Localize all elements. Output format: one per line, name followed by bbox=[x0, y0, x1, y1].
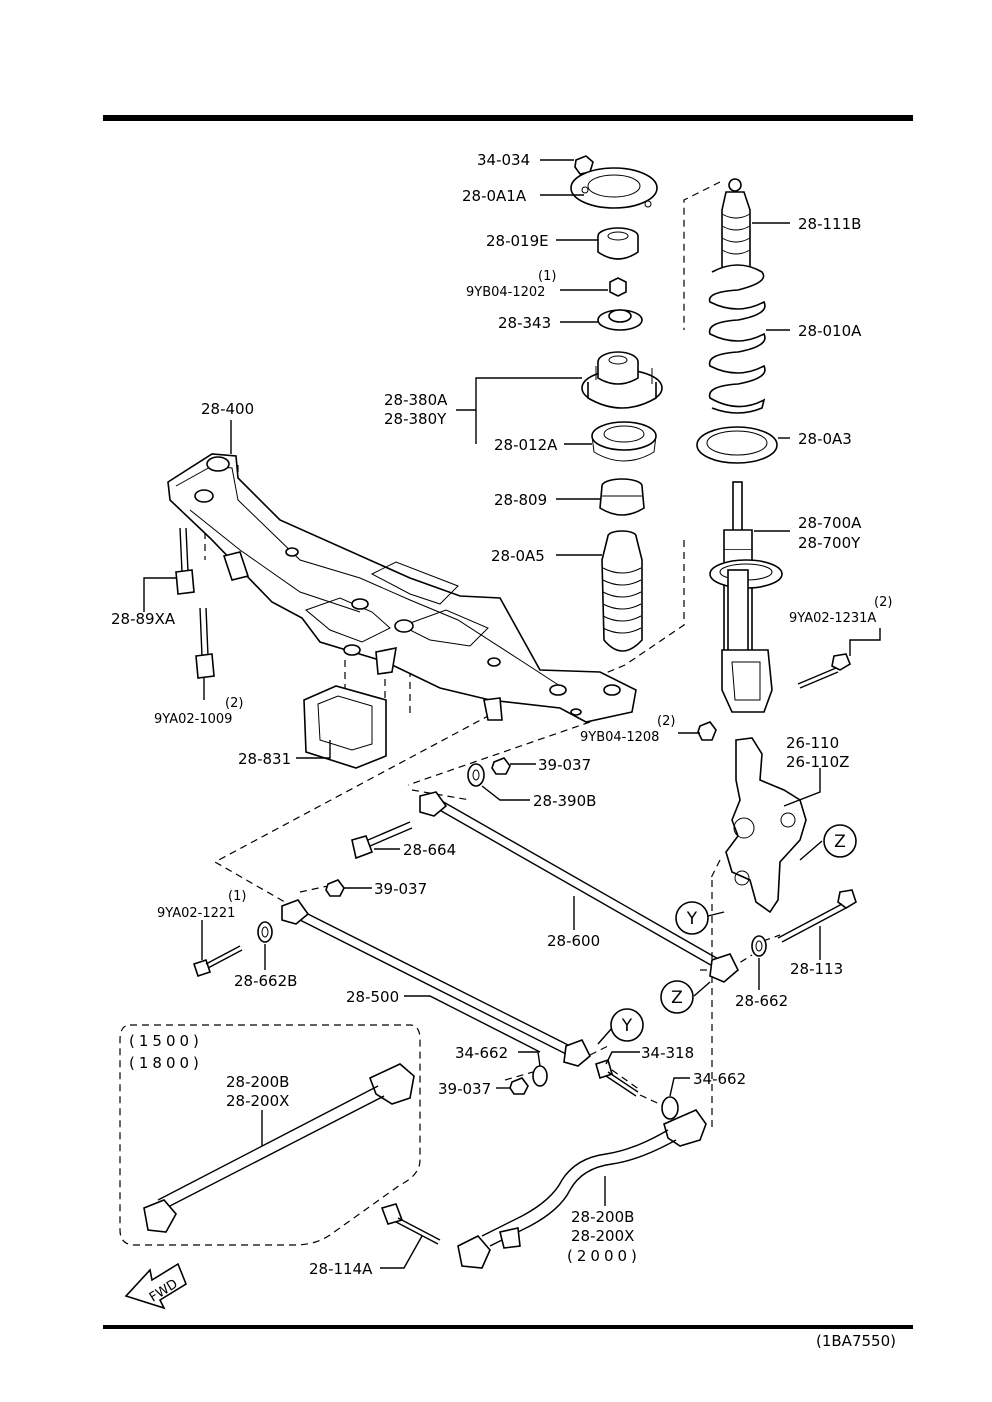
label-28-0A1A: 28-0A1A bbox=[462, 187, 527, 205]
label-39-037-c: 39-037 bbox=[438, 1080, 491, 1098]
label-9YA02-1221: 9YA02-1221 bbox=[157, 906, 235, 921]
label-variant-1500: (1500) bbox=[129, 1032, 203, 1050]
lateral-links bbox=[192, 757, 739, 1120]
label-9YA02-1009-qty: (2) bbox=[225, 696, 243, 711]
trailing-arm-1500-1800 bbox=[143, 1063, 415, 1233]
callout-z-top-label: Z bbox=[834, 832, 846, 852]
label-variant-2000: (2000) bbox=[567, 1247, 641, 1265]
trailing-arm-2000 bbox=[380, 1109, 707, 1269]
label-28-390B: 28-390B bbox=[533, 792, 596, 810]
label-variant-1800: (1800) bbox=[129, 1054, 203, 1072]
part-labels: 34-034 28-0A1A 28-019E (1) 9YB04-1202 28… bbox=[111, 151, 896, 1350]
label-28-200B-b: 28-200B bbox=[571, 1208, 634, 1226]
callout-z-low-label: Z bbox=[671, 988, 683, 1008]
label-28-700Y: 28-700Y bbox=[798, 534, 861, 552]
label-28-200X-a: 28-200X bbox=[226, 1092, 289, 1110]
label-28-111B: 28-111B bbox=[798, 215, 861, 233]
label-28-809: 28-809 bbox=[494, 491, 547, 509]
callout-y-mid-label: Y bbox=[686, 909, 698, 929]
label-9YB04-1202-qty: (1) bbox=[538, 269, 556, 284]
label-34-034: 34-034 bbox=[477, 151, 530, 169]
label-34-318: 34-318 bbox=[641, 1044, 694, 1062]
label-28-113: 28-113 bbox=[790, 960, 843, 978]
label-28-380A: 28-380A bbox=[384, 391, 448, 409]
label-9YA02-1221-qty: (1) bbox=[228, 889, 246, 904]
crossmember bbox=[167, 453, 637, 723]
figure-code: (1BA7550) bbox=[816, 1332, 896, 1350]
label-9YB04-1208-qty: (2) bbox=[657, 714, 675, 729]
label-28-600: 28-600 bbox=[547, 932, 600, 950]
label-34-662-b: 34-662 bbox=[693, 1070, 746, 1088]
label-28-010A: 28-010A bbox=[798, 322, 862, 340]
label-28-500: 28-500 bbox=[346, 988, 399, 1006]
label-9YB04-1208: 9YB04-1208 bbox=[580, 730, 659, 745]
label-26-110: 26-110 bbox=[786, 734, 839, 752]
label-39-037-b: 39-037 bbox=[374, 880, 427, 898]
label-28-662: 28-662 bbox=[735, 992, 788, 1010]
label-28-012A: 28-012A bbox=[494, 436, 558, 454]
bolt-28-89XA bbox=[175, 527, 195, 595]
label-28-380Y: 28-380Y bbox=[384, 410, 447, 428]
callout-y-low: Y bbox=[610, 1008, 644, 1042]
label-28-831: 28-831 bbox=[238, 750, 291, 768]
label-9YA02-1231A-qty: (2) bbox=[874, 595, 892, 610]
pad-28-831 bbox=[303, 685, 387, 769]
label-28-662B: 28-662B bbox=[234, 972, 297, 990]
callout-y-low-label: Y bbox=[621, 1016, 633, 1036]
label-34-662-a: 34-662 bbox=[455, 1044, 508, 1062]
bottom-rule bbox=[103, 1325, 913, 1329]
label-28-664: 28-664 bbox=[403, 841, 456, 859]
label-28-89XA: 28-89XA bbox=[111, 610, 176, 628]
label-28-019E: 28-019E bbox=[486, 232, 549, 250]
label-28-114A: 28-114A bbox=[309, 1260, 373, 1278]
spring-strut-assembly bbox=[696, 178, 857, 957]
fwd-arrow-icon: FWD bbox=[124, 1262, 187, 1310]
label-9YA02-1009: 9YA02-1009 bbox=[154, 712, 232, 727]
label-28-700A: 28-700A bbox=[798, 514, 862, 532]
label-28-0A3: 28-0A3 bbox=[798, 430, 852, 448]
callout-z-top: Z bbox=[823, 824, 857, 858]
strut-mount-stack bbox=[570, 155, 663, 652]
callout-z-low: Z bbox=[660, 980, 694, 1014]
label-28-200X-b: 28-200X bbox=[571, 1227, 634, 1245]
top-rule bbox=[103, 115, 913, 121]
label-9YB04-1202: 9YB04-1202 bbox=[466, 285, 545, 300]
callout-y-mid: Y bbox=[675, 901, 709, 935]
label-9YA02-1231A: 9YA02-1231A bbox=[789, 611, 876, 626]
bolt-9YA02-1009 bbox=[195, 607, 215, 679]
label-26-110Z: 26-110Z bbox=[786, 753, 849, 771]
label-28-400: 28-400 bbox=[201, 400, 254, 418]
label-28-343: 28-343 bbox=[498, 314, 551, 332]
label-28-0A5: 28-0A5 bbox=[491, 547, 545, 565]
label-39-037-a: 39-037 bbox=[538, 756, 591, 774]
label-28-200B-a: 28-200B bbox=[226, 1073, 289, 1091]
leader-lines bbox=[143, 159, 881, 1269]
